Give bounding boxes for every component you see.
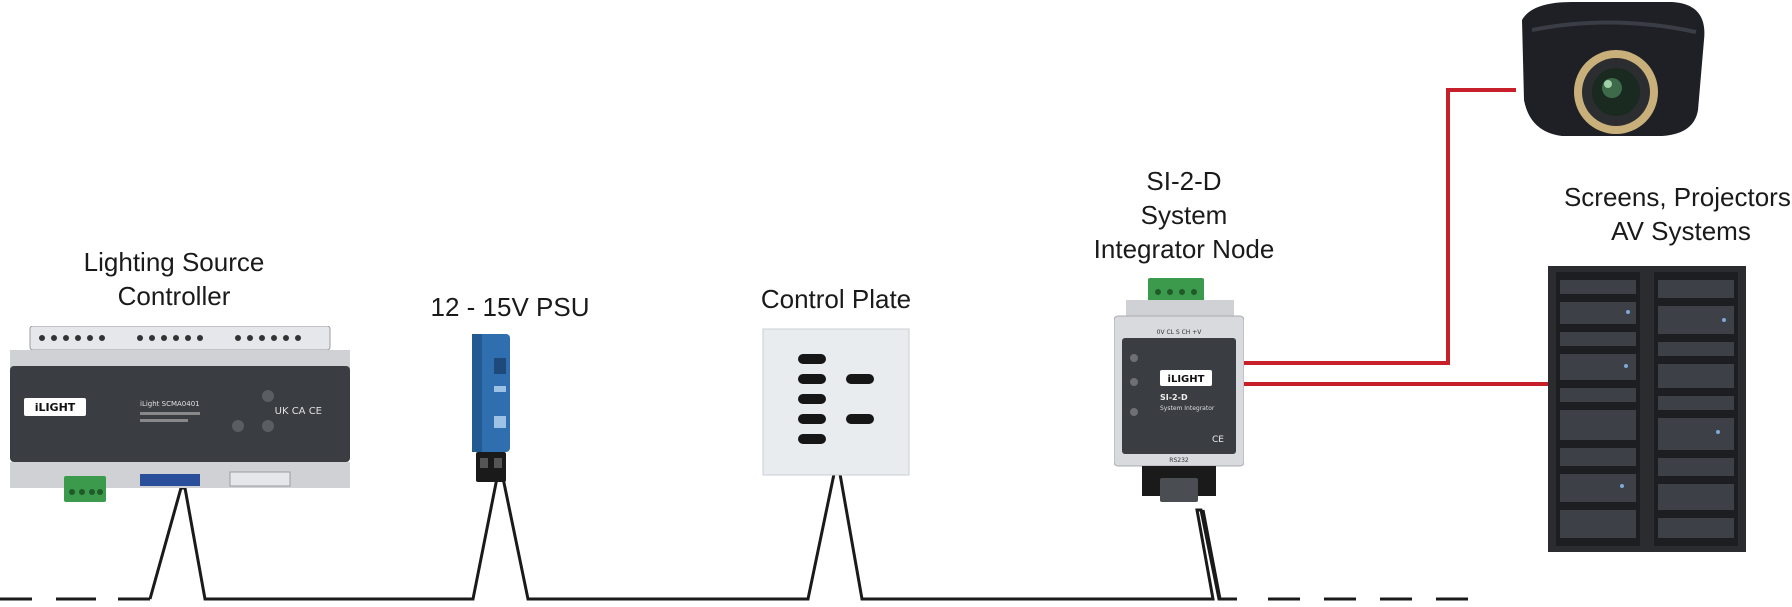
- svg-text:RS232: RS232: [1169, 457, 1189, 464]
- bus-wire: [148, 472, 1225, 601]
- av-systems-label: Screens, Projectors, AV Systems: [1563, 182, 1792, 246]
- bus-wire-si-2: [1201, 509, 1237, 601]
- control-plate-label: Control Plate: [760, 284, 912, 314]
- psu-device: [472, 334, 510, 482]
- lighting-controller-device: iLIGHT iLight SCMA0401 UK CA CE: [10, 326, 350, 502]
- svg-text:iLIGHT: iLIGHT: [1168, 374, 1205, 385]
- svg-text:UK CA CE: UK CA CE: [275, 406, 322, 417]
- svg-text:iLIGHT: iLIGHT: [35, 401, 76, 414]
- psu-label: 12 - 15V PSU: [430, 292, 590, 322]
- svg-text:iLight SCMA0401: iLight SCMA0401: [140, 400, 200, 408]
- lighting-controller-label: Lighting Source Controller: [83, 247, 265, 311]
- av-wire-projector: [1232, 88, 1516, 365]
- av-rack-image: [1548, 266, 1746, 552]
- si2d-label: SI-2-D System Integrator Node: [1093, 166, 1275, 264]
- projector-image: [1522, 2, 1705, 136]
- svg-text:SI-2-D: SI-2-D: [1160, 393, 1188, 402]
- control-plate-device: [762, 328, 910, 476]
- si2d-device: 0V CL S CH +V iLIGHT SI-2-D System Integ…: [1114, 278, 1244, 502]
- svg-text:CE: CE: [1212, 435, 1224, 445]
- svg-text:System Integrator: System Integrator: [1160, 405, 1215, 412]
- svg-text:0V CL S CH +V: 0V CL S CH +V: [1157, 329, 1203, 336]
